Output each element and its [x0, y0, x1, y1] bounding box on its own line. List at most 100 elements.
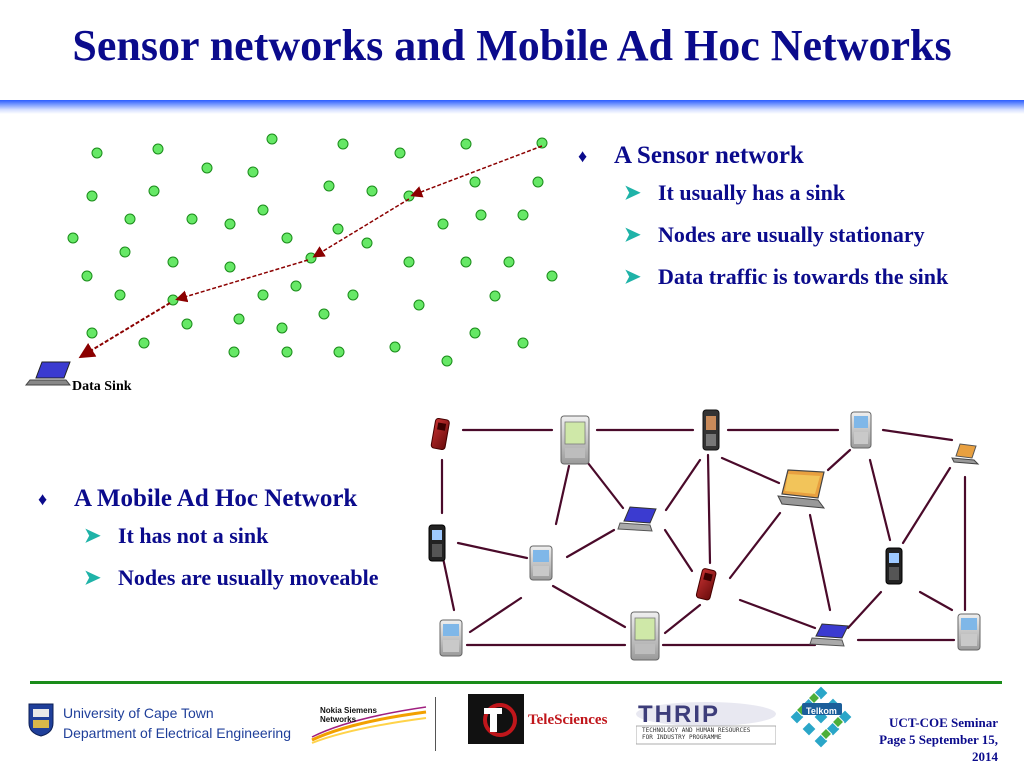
page-year: 2014 — [972, 749, 998, 764]
nokia-siemens-logo — [311, 706, 427, 744]
bullet-point: ➤It has not a sink — [84, 523, 269, 548]
network-link — [586, 461, 625, 510]
sensor-node — [201, 162, 213, 174]
sensor-node — [290, 280, 302, 292]
sensor-node — [181, 318, 193, 330]
diamond-bullet-icon: ♦ — [38, 489, 48, 509]
sensor-nodes — [67, 133, 558, 367]
network-link — [456, 541, 529, 560]
network-link — [808, 513, 832, 612]
network-link — [441, 556, 456, 612]
sensor-node — [152, 143, 164, 155]
network-link — [720, 456, 781, 485]
arrow-bullet-icon: ➤ — [624, 182, 641, 204]
phone-icon — [439, 619, 463, 657]
laptop-icon — [24, 361, 72, 386]
laptop-icon — [951, 443, 980, 465]
nokia-siemens-text: Nokia Siemens Networks — [320, 706, 377, 724]
network-link — [868, 458, 892, 542]
cell-phone-icon — [430, 417, 450, 450]
page-date: Page 5 September 15, — [879, 732, 998, 747]
sensor-network-bullets: ♦A Sensor network ➤It usually has a sink… — [578, 142, 1018, 303]
data-sink-label: Data Sink — [72, 379, 132, 394]
cell-phone-icon — [885, 547, 903, 585]
telesciences-logo — [468, 694, 524, 744]
network-link — [918, 590, 954, 612]
sensor-node — [276, 322, 288, 334]
network-link — [706, 453, 712, 565]
cell-phone-icon — [695, 568, 717, 601]
network-link — [846, 590, 883, 630]
sensor-node — [318, 308, 330, 320]
bullet-point: ➤Data traffic is towards the sink — [624, 263, 949, 289]
sensor-node — [441, 355, 453, 367]
uct-crest-icon — [28, 703, 54, 737]
bullet-point: ➤Nodes are usually stationary — [624, 221, 925, 247]
sensor-node — [257, 289, 269, 301]
sensor-node — [305, 252, 317, 264]
sensor-node — [233, 313, 245, 325]
data-path-arrows — [78, 145, 543, 359]
sensor-node — [114, 289, 126, 301]
telkom-text: Telkom — [806, 706, 837, 716]
network-link — [551, 584, 627, 629]
network-link — [663, 528, 694, 573]
network-link — [663, 603, 702, 635]
manet-bullets: ♦A Mobile Ad Hoc Network ➤It has not a s… — [38, 485, 408, 605]
thrip-logo — [636, 702, 776, 745]
network-link — [664, 458, 702, 512]
diamond-bullet-icon: ♦ — [578, 146, 588, 166]
sensor-node — [247, 166, 259, 178]
sensor-node — [503, 256, 515, 268]
network-link — [554, 464, 571, 526]
seminar-name: UCT-COE Seminar — [889, 715, 998, 730]
sensor-node — [469, 176, 481, 188]
sensor-node — [186, 213, 198, 225]
network-link — [901, 466, 952, 545]
network-link — [881, 428, 954, 442]
manet-links — [440, 428, 967, 647]
sensor-node — [460, 256, 472, 268]
bullet-heading: ♦A Mobile Ad Hoc Network — [38, 485, 358, 512]
sensor-node — [224, 218, 236, 230]
sensor-node — [437, 218, 449, 230]
arrow-segment — [410, 145, 543, 198]
logo-separator — [435, 697, 436, 751]
pda-icon — [630, 611, 660, 661]
sensor-node — [489, 290, 501, 302]
arrow-segment — [78, 302, 171, 359]
arrow-segment — [312, 198, 410, 258]
sensor-node — [475, 209, 487, 221]
sensor-node — [332, 223, 344, 235]
sensor-node — [403, 256, 415, 268]
sensor-node — [228, 346, 240, 358]
laptop-icon — [617, 506, 657, 532]
sensor-node — [167, 256, 179, 268]
sensor-node — [517, 337, 529, 349]
network-link — [826, 448, 852, 472]
network-link — [738, 598, 817, 630]
sensor-node — [81, 270, 93, 282]
thrip-subtitle: TECHNOLOGY AND HUMAN RESOURCES FOR INDUS… — [642, 727, 751, 741]
sensor-node — [546, 270, 558, 282]
sensor-node — [337, 138, 349, 150]
sensor-node — [138, 337, 150, 349]
arrow-segment — [175, 259, 309, 303]
smartphone-icon — [702, 409, 720, 451]
arrow-bullet-icon: ➤ — [84, 525, 101, 547]
cell-phone-icon — [428, 524, 446, 562]
footer-divider — [30, 681, 1002, 684]
network-link — [728, 511, 782, 580]
sensor-node — [86, 190, 98, 202]
sensor-node — [517, 209, 529, 221]
sensor-node — [413, 299, 425, 311]
laptop-icon — [809, 623, 849, 647]
sensor-node — [281, 232, 293, 244]
sensor-node — [389, 341, 401, 353]
sensor-node — [224, 261, 236, 273]
title-underline — [0, 100, 1024, 114]
slide-title: Sensor networks and Mobile Ad Hoc Networ… — [72, 21, 952, 70]
sensor-node — [347, 289, 359, 301]
sensor-node — [460, 138, 472, 150]
